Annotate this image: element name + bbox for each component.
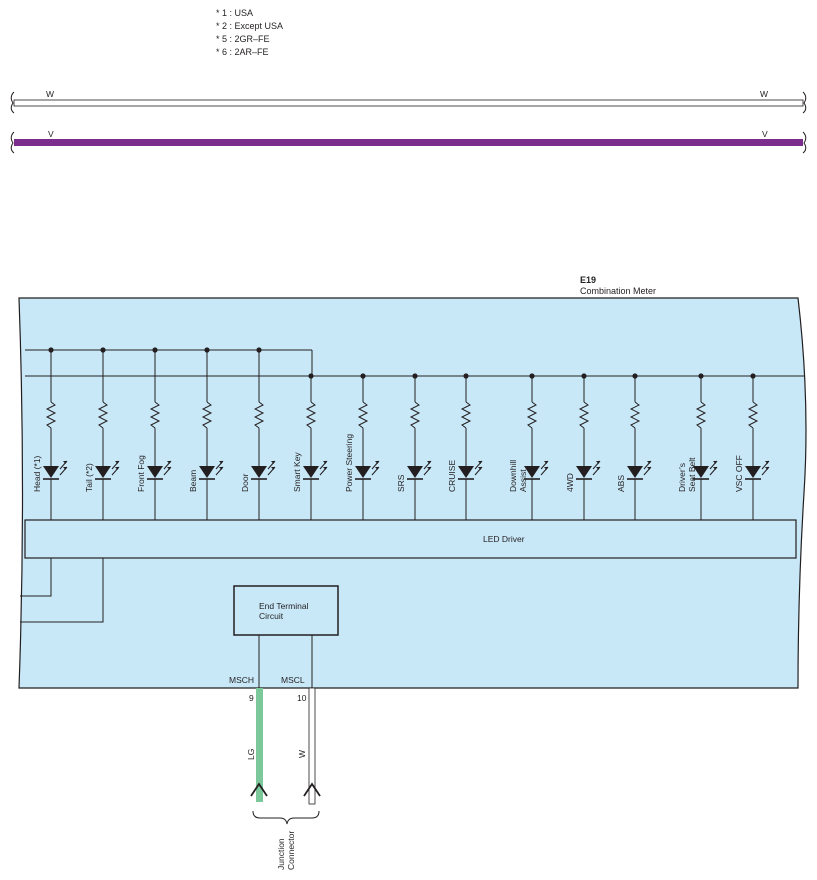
led-icon xyxy=(745,466,761,478)
resistor xyxy=(695,401,707,429)
wire-code-left: V xyxy=(48,129,54,139)
lamp-label: CRUISE xyxy=(447,460,457,492)
resistor xyxy=(357,401,369,429)
led-icon xyxy=(43,466,59,478)
lamp-label: 4WD xyxy=(565,473,575,492)
led-icon xyxy=(576,466,592,478)
wire-code-lg: LG xyxy=(246,749,256,760)
led-icon xyxy=(693,466,709,478)
pin-9: 9 xyxy=(249,693,254,703)
lamp-label: Driver’s xyxy=(677,463,687,492)
led-icon xyxy=(458,466,474,478)
wire-v-top: V V xyxy=(10,129,807,154)
end-terminal-box xyxy=(233,585,339,636)
lamp-label: Front Fog xyxy=(136,455,146,492)
head-feed-line xyxy=(20,558,52,597)
component-code: E19 xyxy=(580,275,596,285)
led-icon xyxy=(627,466,643,478)
tail-feed-line xyxy=(20,558,104,623)
lamp-label: Door xyxy=(240,473,250,492)
resistor xyxy=(45,401,57,429)
led-icon xyxy=(251,466,267,478)
wire-w-bottom xyxy=(308,687,316,805)
lamp-label: Assist xyxy=(518,469,528,492)
lamp-10: 4WD xyxy=(565,373,601,520)
wire-code-w: W xyxy=(297,750,307,758)
terminal-mscl: MSCL xyxy=(281,675,305,685)
lamp-label: Seat Belt xyxy=(687,457,697,492)
lamp-label: Tail (*2) xyxy=(84,463,94,492)
lamp-1: Tail (*2) xyxy=(84,347,120,520)
connector-label-1: Junction xyxy=(276,838,286,870)
lamp-0: Head (*1) xyxy=(32,347,68,520)
note-3: * 5 : 2GR–FE xyxy=(216,34,270,44)
lamp-label: Smart Key xyxy=(292,452,302,492)
resistor xyxy=(747,401,759,429)
wire-code-left: W xyxy=(46,89,54,99)
lamp-label: Downhill xyxy=(508,460,518,492)
wire-w-top: W W xyxy=(10,89,807,114)
connector-label-2: Connector xyxy=(286,831,296,870)
lamp-label: SRS xyxy=(396,474,406,492)
led-driver-box xyxy=(24,519,797,559)
led-icon xyxy=(199,466,215,478)
end-terminal-label-2: Circuit xyxy=(259,611,284,621)
lamp-3: Beam xyxy=(188,347,224,520)
led-driver-label: LED Driver xyxy=(483,534,525,544)
wire-lg xyxy=(256,688,263,802)
connector-chevron-lg xyxy=(250,782,268,797)
lamp-label: Beam xyxy=(188,470,198,492)
lamp-label: Head (*1) xyxy=(32,455,42,492)
resistor xyxy=(526,401,538,429)
lamp-5: Smart Key xyxy=(292,373,328,520)
lamp-label: Power Steering xyxy=(344,434,354,492)
led-icon xyxy=(524,466,540,478)
wire-code-right: V xyxy=(762,129,768,139)
resistor xyxy=(201,401,213,429)
resistor xyxy=(305,401,317,429)
component-name: Combination Meter xyxy=(580,286,656,296)
resistor xyxy=(578,401,590,429)
lamp-11: ABS xyxy=(616,373,652,520)
led-icon xyxy=(303,466,319,478)
combination-meter-body xyxy=(18,297,807,689)
resistor xyxy=(629,401,641,429)
lamp-2: Front Fog xyxy=(136,347,172,520)
note-2: * 2 : Except USA xyxy=(216,21,283,31)
lamp-label: ABS xyxy=(616,475,626,492)
note-1: * 1 : USA xyxy=(216,8,253,18)
lamp-6: Power Steering xyxy=(344,373,380,520)
led-icon xyxy=(355,466,371,478)
lamp-label: VSC OFF xyxy=(734,455,744,492)
indicator-lamps: Head (*1) Tail (*2) Front Fog Beam Door Smart… xyxy=(32,347,770,520)
wire-code-right: W xyxy=(760,89,768,99)
pin-10: 10 xyxy=(297,693,307,703)
lamp-8: CRUISE xyxy=(447,373,483,520)
connector-chevron-w xyxy=(303,782,321,797)
junction-brace xyxy=(252,810,320,825)
led-icon xyxy=(407,466,423,478)
resistor xyxy=(409,401,421,429)
led-icon xyxy=(147,466,163,478)
resistor xyxy=(149,401,161,429)
resistor xyxy=(253,401,265,429)
lamp-7: SRS xyxy=(396,373,432,520)
note-4: * 6 : 2AR–FE xyxy=(216,47,269,57)
lamp-4: Door xyxy=(240,347,276,520)
terminal-msch: MSCH xyxy=(229,675,254,685)
end-terminal-label-1: End Terminal xyxy=(259,601,309,611)
led-icon xyxy=(95,466,111,478)
notes: * 1 : USA * 2 : Except USA * 5 : 2GR–FE … xyxy=(216,8,283,57)
lamp-13: VSC OFF xyxy=(734,373,770,520)
resistor xyxy=(460,401,472,429)
resistor xyxy=(97,401,109,429)
